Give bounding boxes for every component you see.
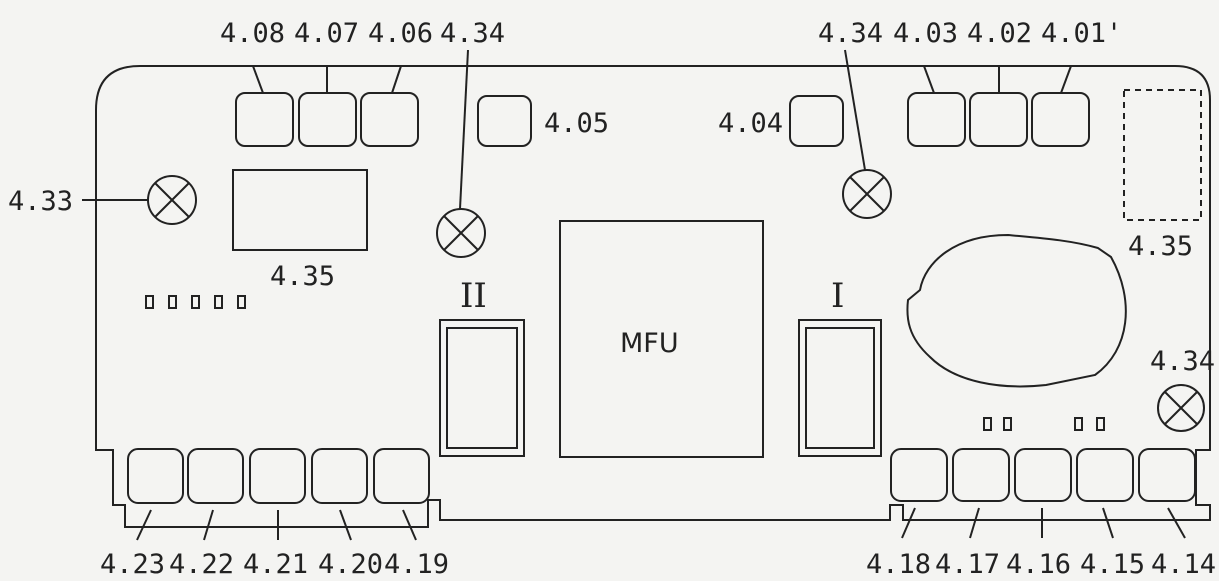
button-4-22: [187, 448, 244, 504]
slot-i-label: I: [831, 276, 844, 316]
label-4-15: 4.15: [1080, 549, 1145, 580]
mfu-label: MFU: [620, 328, 679, 359]
display-4-35: [232, 169, 368, 251]
button-4-19: [373, 448, 430, 504]
button-4-17: [952, 448, 1010, 502]
slot-ii-outer: [439, 319, 525, 457]
leader-4-17: [969, 507, 980, 539]
button-4-21: [249, 448, 306, 504]
button-4-20: [311, 448, 368, 504]
label-4-34-right: 4.34: [1150, 346, 1215, 377]
led-pair-2: [1074, 417, 1105, 431]
mfu-module: [559, 220, 764, 458]
label-4-22: 4.22: [169, 549, 234, 580]
leader-4-14: [1167, 507, 1186, 539]
button-4-23: [127, 448, 184, 504]
button-4-16: [1014, 448, 1072, 502]
button-4-06: [360, 92, 419, 147]
label-4-02: 4.02: [967, 18, 1032, 49]
label-4-01: 4.01': [1041, 18, 1122, 49]
slot-i-inner: [805, 327, 875, 449]
label-4-35-right: 4.35: [1128, 231, 1193, 262]
label-4-21: 4.21: [243, 549, 308, 580]
label-4-14: 4.14: [1151, 549, 1216, 580]
label-4-16: 4.16: [1006, 549, 1071, 580]
leader-4-01: [1060, 65, 1072, 94]
board-outline: [95, 65, 1211, 528]
label-4-19: 4.19: [384, 549, 449, 580]
lamp-4-34-right: [842, 169, 892, 219]
button-4-07: [298, 92, 357, 147]
label-4-06: 4.06: [368, 18, 433, 49]
leader-4-06: [391, 65, 402, 94]
leader-4-08: [252, 65, 264, 94]
label-4-33: 4.33: [8, 186, 73, 217]
label-4-17: 4.17: [935, 549, 1000, 580]
button-4-18: [890, 448, 948, 502]
leader-4-15: [1102, 507, 1114, 539]
button-4-02: [969, 92, 1028, 147]
battery-holder: [906, 233, 1127, 388]
label-4-05: 4.05: [544, 108, 609, 139]
label-4-04: 4.04: [718, 108, 783, 139]
button-4-01: [1031, 92, 1090, 147]
button-4-04: [789, 95, 844, 147]
leader-4-23: [136, 509, 152, 541]
leader-4-19: [402, 509, 417, 541]
slot-ii-inner: [446, 327, 518, 449]
lamp-4-34-left: [436, 208, 486, 258]
leader-4-34-left: [459, 49, 469, 210]
label-4-34-top-right: 4.34: [818, 18, 883, 49]
slot-ii-label: II: [460, 276, 487, 316]
button-4-03: [907, 92, 966, 147]
led-pair-1: [983, 417, 1012, 431]
led-row-left: [145, 295, 246, 309]
label-4-18: 4.18: [866, 549, 931, 580]
label-4-23: 4.23: [100, 549, 165, 580]
leader-4-22: [203, 509, 214, 541]
lamp-4-34-far-right: [1157, 384, 1205, 432]
lamp-4-33: [147, 175, 197, 225]
leader-4-03: [923, 65, 935, 94]
label-4-07: 4.07: [294, 18, 359, 49]
button-4-14: [1138, 448, 1196, 502]
label-4-08: 4.08: [220, 18, 285, 49]
slot-i-outer: [798, 319, 882, 457]
label-4-35-left: 4.35: [270, 261, 335, 292]
display-4-35-dashed: [1123, 89, 1202, 221]
leader-4-34-right: [844, 49, 866, 171]
button-4-15: [1076, 448, 1134, 502]
button-4-05: [477, 95, 532, 147]
leader-4-20: [339, 509, 352, 541]
label-4-03: 4.03: [893, 18, 958, 49]
button-4-08: [235, 92, 294, 147]
label-4-20: 4.20: [318, 549, 383, 580]
leader-4-18: [901, 507, 916, 539]
label-4-34-top-left: 4.34: [440, 18, 505, 49]
